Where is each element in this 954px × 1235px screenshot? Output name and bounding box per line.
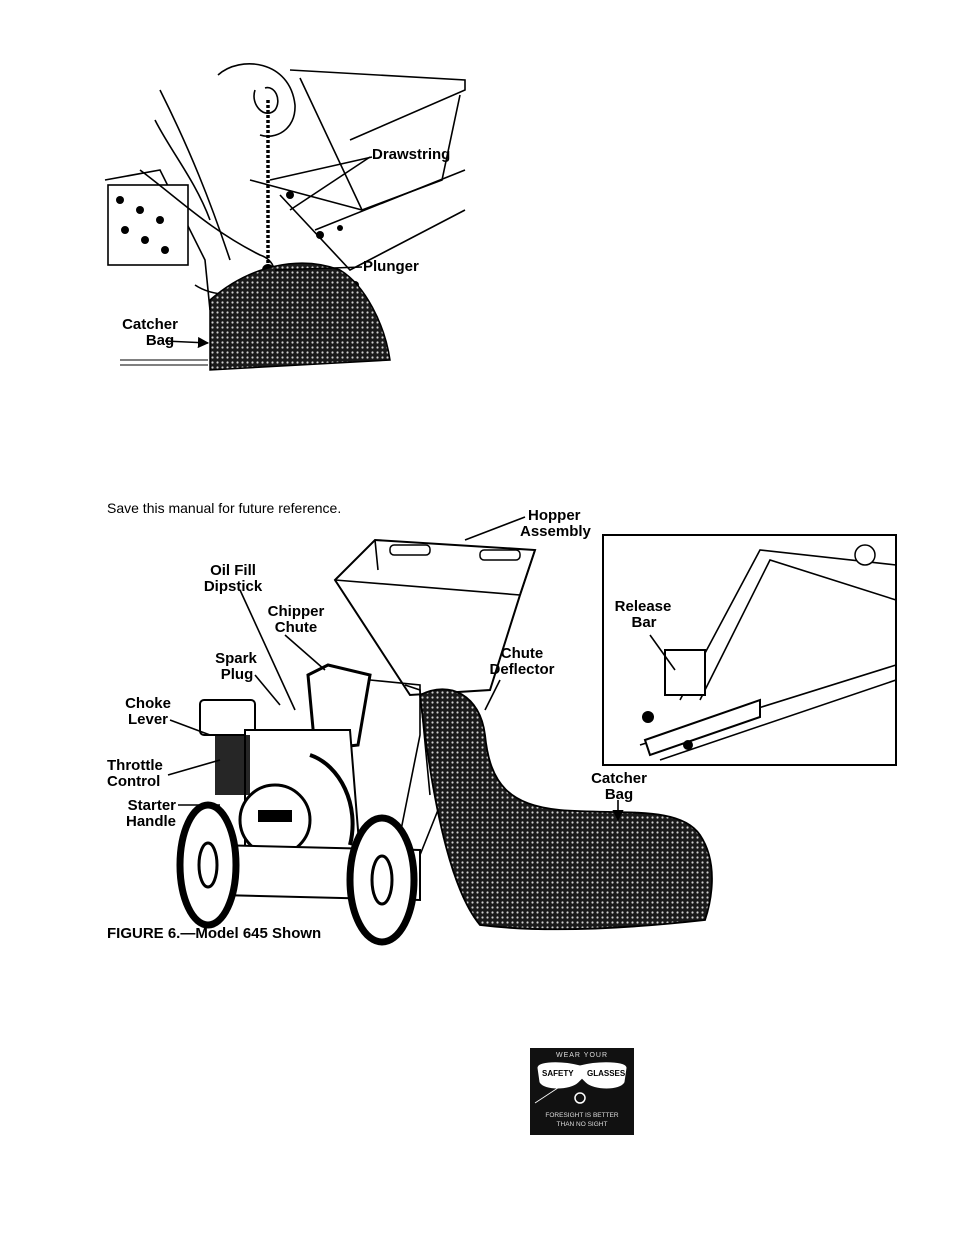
label-plunger: Plunger bbox=[363, 259, 419, 275]
label-choke-1: Choke bbox=[120, 696, 176, 712]
label-catcher-bag-top-1: Catcher bbox=[118, 317, 182, 333]
badge-bottom-text-1: FORESIGHT IS BETTER bbox=[530, 1112, 634, 1119]
figure-6 bbox=[60, 505, 920, 955]
label-chipper-1: Chipper bbox=[262, 604, 330, 620]
safety-glasses-badge: WEAR YOUR SAFETY GLASSES FORESIGHT IS BE… bbox=[530, 1048, 634, 1135]
label-catcher-bag-1: Catcher bbox=[586, 771, 652, 787]
label-chute-deflector-1: Chute bbox=[488, 646, 556, 662]
badge-bottom-text-2: THAN NO SIGHT bbox=[530, 1121, 634, 1128]
label-starter-1: Starter bbox=[110, 798, 176, 814]
label-catcher-bag-top-2: Bag bbox=[140, 333, 180, 349]
label-release-bar-2: Bar bbox=[622, 615, 666, 631]
figure-6-caption: FIGURE 6.—Model 645 Shown bbox=[107, 926, 321, 942]
label-throttle-2: Control bbox=[107, 774, 160, 790]
badge-right-text: GLASSES bbox=[587, 1069, 625, 1078]
label-oil-fill-1: Oil Fill bbox=[203, 563, 263, 579]
label-oil-fill-2: Dipstick bbox=[198, 579, 268, 595]
label-spark-1: Spark bbox=[210, 651, 262, 667]
chipper-illustration bbox=[60, 505, 920, 955]
badge-left-text: SAFETY bbox=[542, 1069, 574, 1078]
label-chipper-2: Chute bbox=[268, 620, 324, 636]
label-choke-2: Lever bbox=[120, 712, 176, 728]
label-chute-deflector-2: Deflector bbox=[484, 662, 560, 678]
label-spark-2: Plug bbox=[212, 667, 262, 683]
label-starter-2: Handle bbox=[110, 814, 176, 830]
label-catcher-bag-2: Bag bbox=[596, 787, 642, 803]
label-drawstring: Drawstring bbox=[372, 147, 450, 163]
label-hopper-1: Hopper bbox=[528, 508, 581, 524]
label-throttle-1: Throttle bbox=[107, 758, 163, 774]
label-release-bar-1: Release bbox=[610, 599, 676, 615]
label-hopper-2: Assembly bbox=[520, 524, 591, 540]
